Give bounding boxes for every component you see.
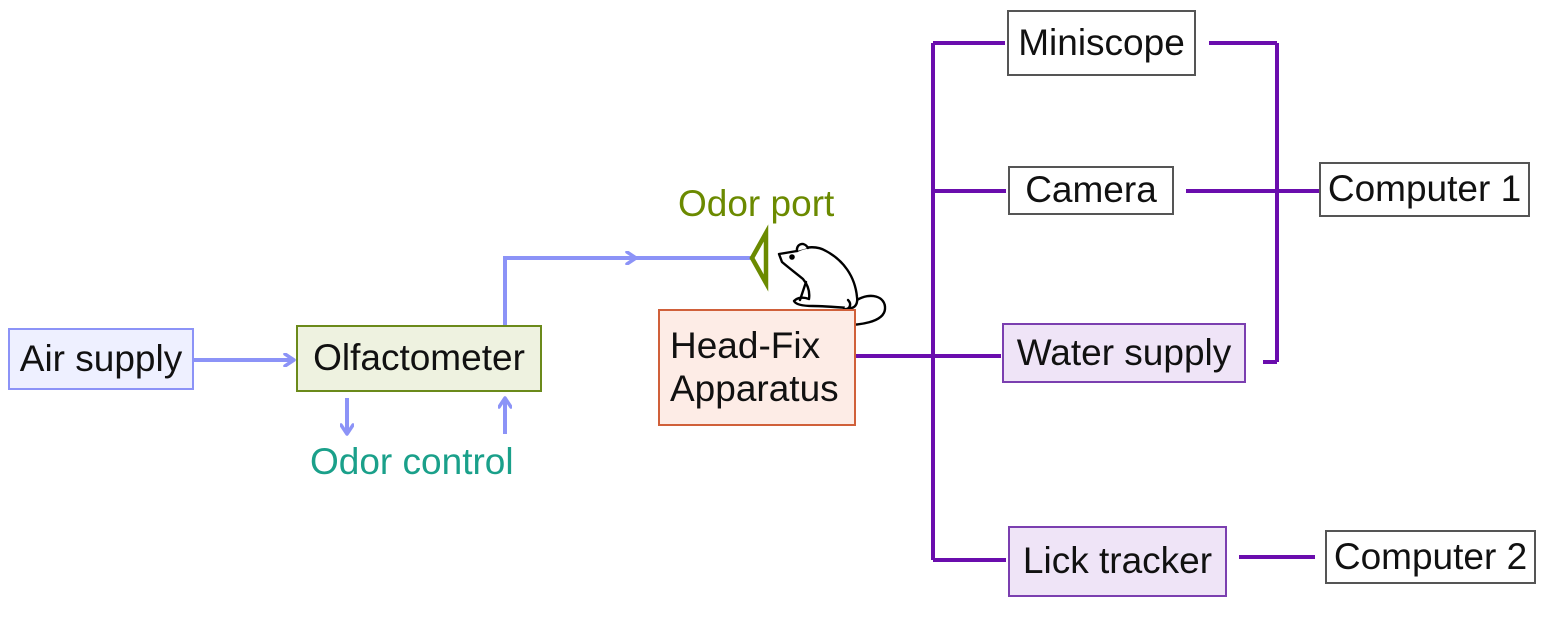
olfactometer-to-odor-port-arrow	[503, 258, 636, 325]
head-fix-label: Head-Fix Apparatus	[670, 324, 839, 409]
head-fix-apparatus-box: Head-Fix Apparatus	[658, 309, 856, 426]
olfactometer-box: Olfactometer	[296, 325, 542, 392]
water-supply-box: Water supply	[1002, 323, 1246, 383]
camera-box: Camera	[1008, 166, 1174, 215]
lick-tracker-box: Lick tracker	[1008, 526, 1227, 597]
water-supply-label: Water supply	[1016, 331, 1232, 373]
computer-2-label: Computer 2	[1333, 535, 1528, 577]
odor-control-label: Odor control	[310, 441, 514, 482]
mouse-icon	[777, 242, 887, 327]
computer-1-box: Computer 1	[1319, 162, 1530, 217]
computer-1-label: Computer 1	[1327, 168, 1522, 210]
odor-port-label: Odor port	[678, 183, 835, 224]
signal-wiring	[855, 41, 1319, 562]
air-supply-label: Air supply	[19, 337, 183, 379]
camera-label: Camera	[1025, 169, 1157, 211]
computer-2-box: Computer 2	[1325, 530, 1536, 584]
olfactometer-label: Olfactometer	[313, 337, 525, 379]
odor-port-icon	[749, 224, 769, 292]
miniscope-box: Miniscope	[1007, 10, 1196, 76]
lick-tracker-label: Lick tracker	[1022, 540, 1213, 582]
air-supply-box: Air supply	[8, 328, 194, 390]
miniscope-label: Miniscope	[1018, 21, 1185, 63]
